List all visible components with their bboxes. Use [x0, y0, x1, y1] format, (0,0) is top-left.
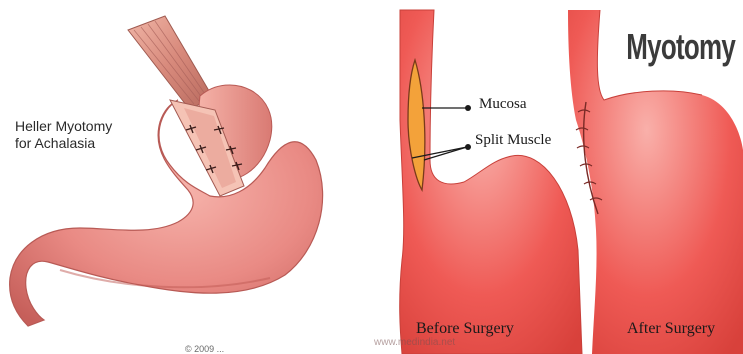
split-muscle-label: Split Muscle	[475, 132, 551, 149]
after-surgery-caption: After Surgery	[627, 320, 715, 338]
mucosa-label: Mucosa	[479, 96, 527, 113]
esophagus	[128, 16, 212, 110]
procedure-label-line1: Heller Myotomy	[15, 118, 112, 135]
watermark: www.medindia.net	[374, 337, 455, 348]
myotomy-comparison-panel: Myotomy Mucosa Split Muscle Before Surge…	[372, 0, 743, 354]
myotomy-title: Myotomy	[626, 26, 735, 68]
procedure-label: Heller Myotomy for Achalasia	[15, 118, 112, 152]
procedure-label-line2: for Achalasia	[15, 135, 112, 152]
stomach-illustration	[0, 0, 372, 354]
heller-myotomy-illustration-panel: Heller Myotomy for Achalasia © 2009 ...	[0, 0, 372, 354]
copyright-text: © 2009 ...	[185, 344, 224, 354]
before-surgery-illustration	[400, 10, 582, 354]
before-surgery-caption: Before Surgery	[416, 320, 514, 338]
